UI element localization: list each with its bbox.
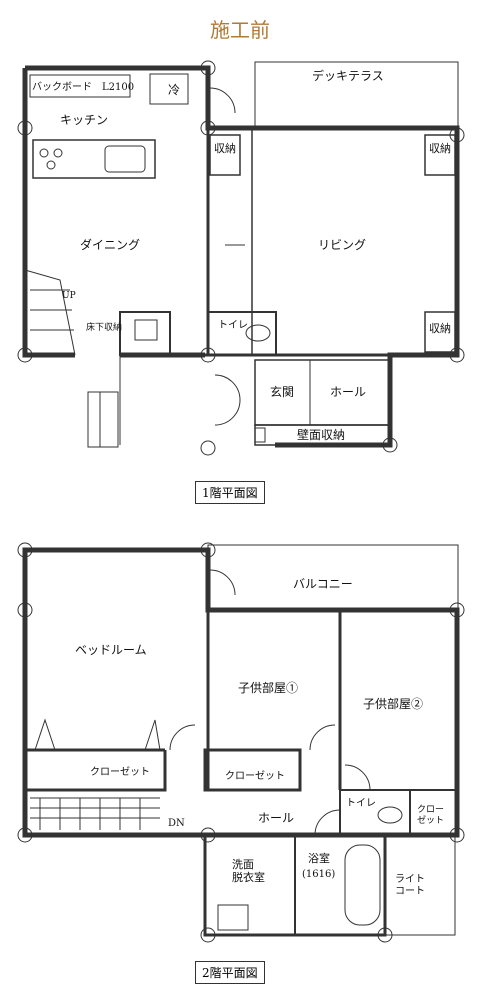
dn-label: DN <box>168 818 185 829</box>
floor1-columns <box>17 60 465 456</box>
floor1-plan <box>17 60 465 456</box>
closet2-label: クローゼット <box>225 770 285 782</box>
light-court-label: ライトコート <box>395 873 425 897</box>
storage-left-label: 収納 <box>214 142 236 155</box>
storage-right-bottom-label: 収納 <box>429 322 451 335</box>
living-label: リビング <box>318 238 366 252</box>
bathtub-icon <box>344 844 381 926</box>
storage-right-top-label: 収納 <box>429 142 451 155</box>
toilet1-label: トイレ <box>218 320 248 331</box>
floor1-labels: バックボード L2100 冷 キッチン ダイニング リビング デッキテラス 収納… <box>32 68 451 442</box>
hall1-label: ホール <box>330 385 366 399</box>
bath-label: 浴室 <box>308 851 330 865</box>
bedroom-label: ベッドルーム <box>75 643 147 657</box>
entrance-label: 玄関 <box>270 384 294 399</box>
kitchen-counter <box>32 139 156 179</box>
balcony-label: バルコニー <box>293 577 353 591</box>
underfloor-label: 床下収納 <box>86 321 122 333</box>
deck-label: デッキテラス <box>312 68 384 83</box>
closet3-label: クローゼット <box>417 804 444 826</box>
kitchen-label: キッチン <box>60 113 108 127</box>
backboard-label: バックボード L2100 <box>32 81 134 93</box>
page-title: 施工前 <box>210 18 270 42</box>
bath-size-label: (1616) <box>302 869 335 880</box>
floor2-labels: バルコニー ベッドルーム 子供部屋① 子供部屋② クローゼット クローゼット ク… <box>75 577 444 897</box>
sink-icon <box>104 145 146 173</box>
child2-label: 子供部屋② <box>363 696 423 711</box>
child1-label: 子供部屋① <box>238 680 298 695</box>
fridge-label: 冷 <box>168 83 180 97</box>
closet1-label: クローゼット <box>90 766 150 778</box>
floor2-title: 2階平面図 <box>195 961 265 984</box>
hall2-label: ホール <box>258 811 294 825</box>
dining-label: ダイニング <box>80 237 140 252</box>
floor1-left-wall <box>22 68 75 358</box>
stove-icon <box>39 148 49 158</box>
up-label: UP <box>62 291 76 301</box>
wall-storage-label: 壁面収納 <box>297 427 345 442</box>
floor2-columns <box>17 542 465 943</box>
fridge-box <box>149 73 189 105</box>
toilet2-label: トイレ <box>346 798 376 809</box>
closet2-box <box>203 748 302 792</box>
floor2-plan <box>17 542 465 943</box>
floor1-title: 1階平面図 <box>195 481 265 504</box>
balcony-area <box>207 544 459 611</box>
washroom-label: 洗面脱衣室 <box>232 858 265 884</box>
